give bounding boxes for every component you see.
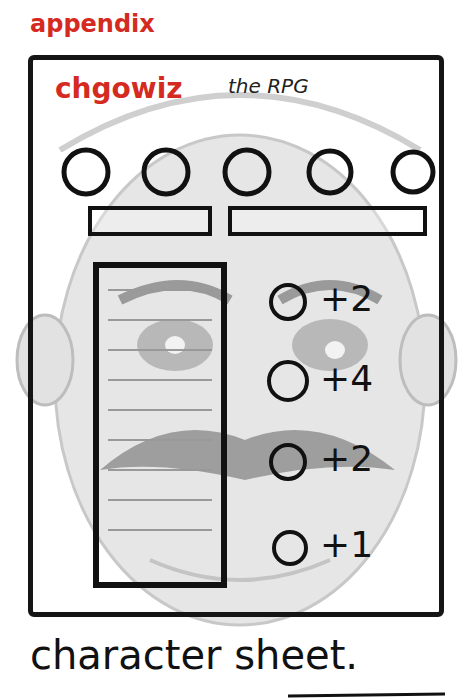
bonus-value: +2 <box>320 278 373 319</box>
game-title: chgowiz <box>55 72 183 105</box>
stat-circles <box>64 150 433 194</box>
face-sketch <box>17 95 456 625</box>
caption-underline <box>288 694 445 696</box>
subtitle: the RPG <box>228 74 309 98</box>
sheet-frame: chgowiz the RPG <box>28 55 444 617</box>
name-bars <box>90 208 425 234</box>
bonus-value: +2 <box>320 438 373 479</box>
caption: character sheet. <box>30 632 358 678</box>
heading: appendix <box>30 10 155 38</box>
bonus-value: +4 <box>320 358 373 399</box>
bonus-value: +1 <box>320 524 373 565</box>
inventory-box <box>96 265 224 585</box>
bonus-circles <box>269 285 307 564</box>
